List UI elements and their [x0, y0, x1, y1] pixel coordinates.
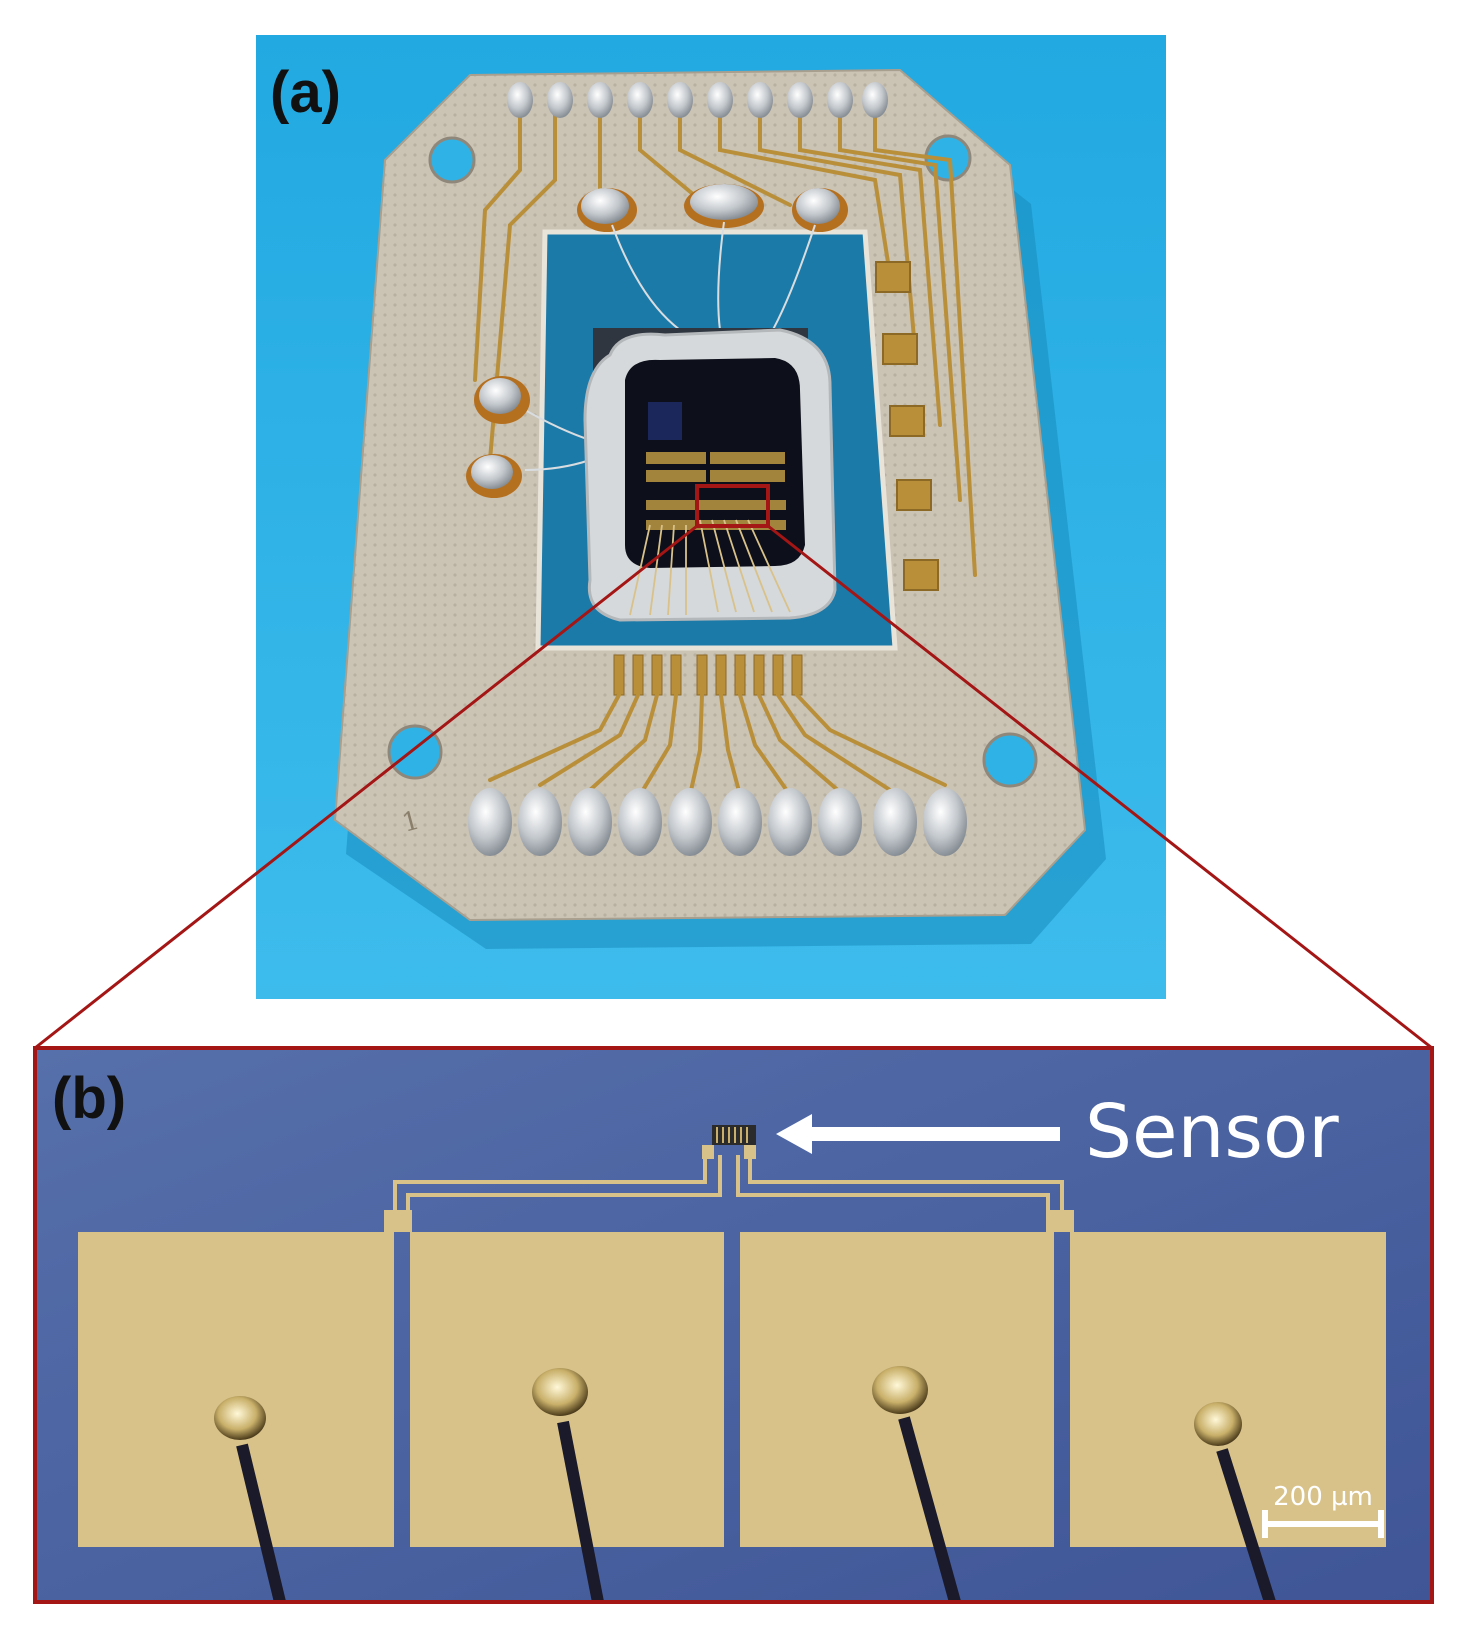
sensor-label: Sensor	[1085, 1089, 1339, 1175]
trace-junction-left	[384, 1210, 1074, 1232]
zoom-frame	[33, 1046, 1434, 1604]
panel-b-label: (b)	[52, 1066, 126, 1131]
mounting-hole-bottom-right	[982, 732, 1038, 788]
panel-a-label: (a)	[270, 60, 341, 125]
mounting-hole-top-left	[428, 136, 476, 184]
solder-blobs-left	[466, 376, 530, 498]
sensor-arrow	[776, 1114, 1060, 1154]
wire-bonds	[214, 1366, 1276, 1604]
contact-pads-right	[875, 261, 939, 591]
panel-b-micrograph: Sensor 200 µm (b)	[33, 1046, 1434, 1604]
solder-row-bottom	[468, 788, 967, 856]
zoom-connector-lines	[34, 524, 1433, 1050]
gold-bond-pads	[78, 1232, 1386, 1547]
scale-bar	[1262, 1510, 1384, 1538]
panel-a-photo: 1 (a)	[256, 35, 1166, 999]
scale-bar-label: 200 µm	[1273, 1482, 1373, 1512]
board-marking: 1	[399, 806, 423, 839]
solder-blobs-upper	[577, 184, 848, 232]
solder-row-top	[507, 82, 888, 118]
sensor-element	[702, 1125, 756, 1159]
zoom-source-rect	[695, 484, 770, 528]
gold-traces-bottom	[488, 693, 947, 797]
bond-wires-upper	[524, 221, 816, 471]
chip-reflection	[648, 402, 682, 440]
